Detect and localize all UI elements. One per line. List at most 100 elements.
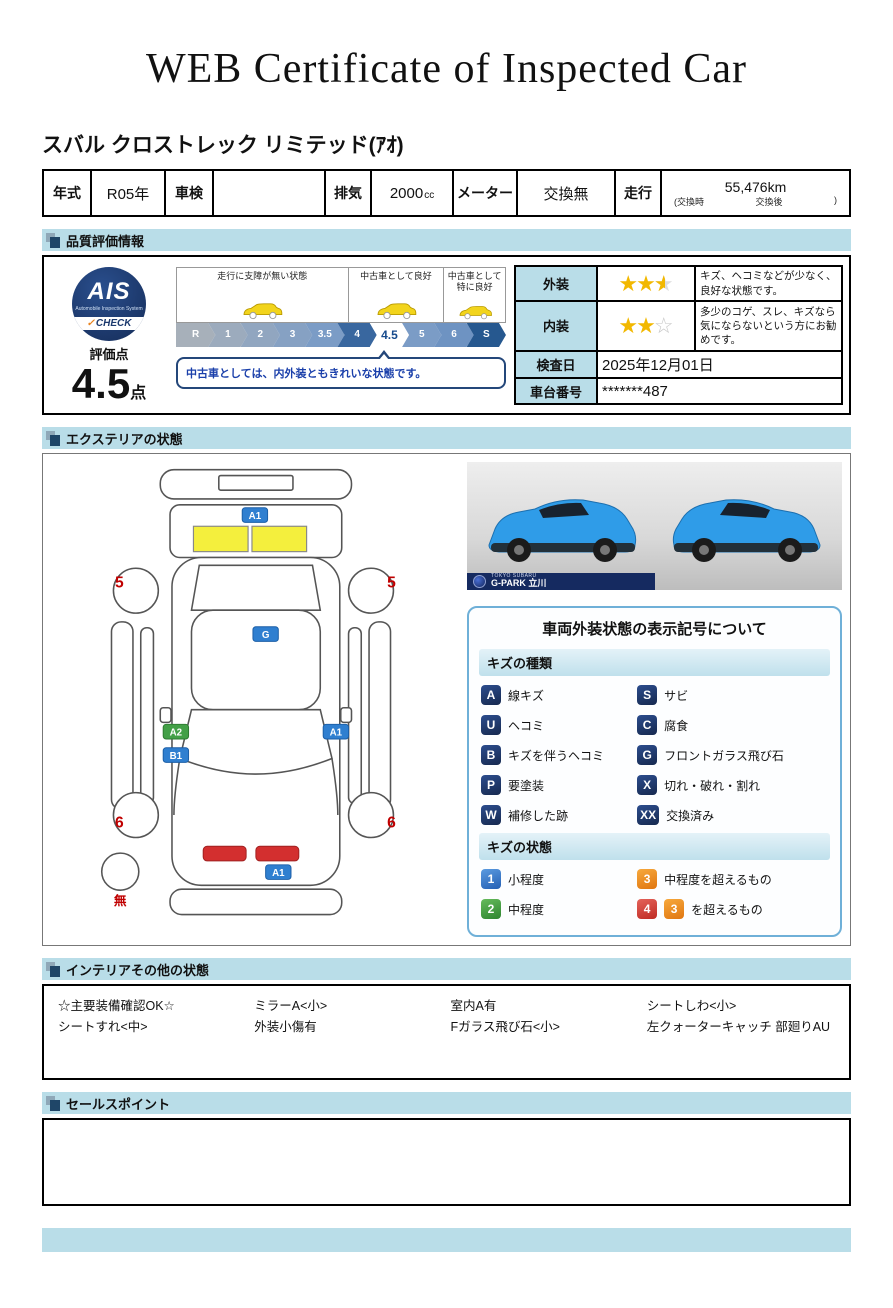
interior-note: Fガラス飛び石<小> bbox=[450, 1020, 561, 1035]
inspection-label: 車検 bbox=[164, 169, 214, 217]
damage-type-icon: P bbox=[481, 775, 501, 795]
inspection-date-value: 2025年12月01日 bbox=[596, 349, 843, 380]
meter-label: メーター bbox=[452, 169, 518, 217]
damage-type-icon: X bbox=[637, 775, 658, 795]
interior-notes-column: シートしわ<小> 左クォーターキャッチ 部廻りAU bbox=[647, 996, 835, 1039]
table-row: 外装 ★★★★ キズ、ヘコミなどが少なく、良好な状態です。 bbox=[514, 264, 843, 303]
displacement-label: 排気 bbox=[324, 169, 372, 217]
vehicle-photo-front: TOKYO SUBARU G-PARK 立川 bbox=[467, 462, 655, 590]
vehicle-photos: TOKYO SUBARU G-PARK 立川 bbox=[467, 462, 842, 590]
interior-note: シートすれ<中> bbox=[58, 1020, 148, 1035]
footer-bar bbox=[42, 1228, 851, 1252]
section-header-interior: インテリアその他の状態 bbox=[42, 958, 851, 980]
car-icon bbox=[377, 303, 417, 320]
tread-value: 6 bbox=[115, 815, 124, 832]
damage-state-icon: 3 bbox=[664, 899, 685, 919]
legend-types-header: キズの種類 bbox=[479, 649, 830, 676]
inspection-date-label: 検査日 bbox=[514, 349, 598, 380]
damage-type-icon: S bbox=[637, 685, 658, 705]
car-icon bbox=[459, 306, 492, 320]
interior-notes-column: ☆主要装備確認OK☆ シートすれ<中> bbox=[58, 996, 246, 1039]
ais-logo: AIS Automobile Inspection System ✓CHECK bbox=[72, 267, 146, 341]
section-header-quality: 品質評価情報 bbox=[42, 229, 851, 251]
damage-type-icon: B bbox=[481, 745, 501, 765]
spare-tire-value: 無 bbox=[114, 893, 127, 908]
damage-type-icon: C bbox=[637, 715, 658, 735]
damage-state-icon: 3 bbox=[637, 869, 658, 889]
damage-type-icon: A bbox=[481, 685, 501, 705]
damage-type-icon: XX bbox=[637, 805, 660, 825]
interior-star-rating: ★★☆ bbox=[596, 300, 696, 352]
damage-marker: G bbox=[262, 630, 270, 641]
damage-markers: A1 G A2 B1 A1 A1 bbox=[162, 507, 350, 880]
car-rear-illustration bbox=[673, 498, 821, 562]
dealer-brand-small: TOKYO SUBARU bbox=[491, 572, 537, 579]
interior-note: シートしわ<小> bbox=[646, 999, 737, 1013]
ais-score-column: AIS Automobile Inspection System ✓CHECK … bbox=[50, 265, 168, 405]
chassis-number-label: 車台番号 bbox=[514, 377, 598, 405]
wheel-front-left bbox=[112, 791, 160, 839]
car-front-illustration bbox=[488, 498, 636, 562]
damage-state-icon: 2 bbox=[481, 899, 501, 919]
damage-marker: B1 bbox=[170, 751, 183, 762]
interior-note: 外装小傷有 bbox=[254, 1020, 317, 1035]
damage-state-icon: 4 bbox=[637, 899, 658, 919]
table-row: 内装 ★★☆ 多少のコゲ、スレ、キズなら気にならないという方にお勧めです。 bbox=[514, 300, 843, 352]
car-outline bbox=[100, 468, 395, 916]
interior-notes-column: ミラーA<小> 外装小傷有 bbox=[254, 996, 442, 1039]
damage-type-icon: G bbox=[637, 745, 658, 765]
wheel-front-right bbox=[347, 791, 395, 839]
exterior-condition-panel: A1 G A2 B1 A1 A1 5 5 6 6 無 bbox=[42, 453, 851, 946]
vehicle-info-table: 年式 R05年 車検 排気 2000cc メーター 交換無 走行 55,476k… bbox=[42, 169, 851, 217]
section-header-exterior: エクステリアの状態 bbox=[42, 427, 851, 449]
section-accent-icon bbox=[45, 961, 61, 978]
mileage-value-cell: 55,476km (交換時 交換後 ) bbox=[660, 169, 851, 217]
exterior-right-column: TOKYO SUBARU G-PARK 立川 車両 bbox=[467, 462, 842, 937]
car-icon bbox=[243, 303, 283, 320]
spare-tire bbox=[100, 852, 140, 891]
tread-value: 5 bbox=[387, 575, 396, 592]
exterior-rating-label: 外装 bbox=[514, 264, 598, 303]
mileage-value: 55,476km bbox=[724, 178, 787, 195]
damage-highlight-area bbox=[192, 525, 249, 553]
year-value: R05年 bbox=[90, 169, 166, 217]
interior-notes-panel: ☆主要装備確認OK☆ シートすれ<中> ミラーA<小> 外装小傷有 室内A有 F… bbox=[42, 984, 851, 1080]
vehicle-photo-rear bbox=[654, 462, 842, 590]
interior-note: ミラーA<小> bbox=[254, 999, 328, 1013]
car-top-view-diagram: A1 G A2 B1 A1 A1 5 5 6 6 無 bbox=[100, 468, 396, 916]
exterior-rating-text: キズ、ヘコミなどが少なく、良好な状態です。 bbox=[694, 264, 843, 303]
tread-value: 5 bbox=[115, 575, 124, 592]
grade-comment: 中古車としては、内外装ともきれいな状態です。 bbox=[176, 350, 506, 389]
meter-value: 交換無 bbox=[516, 169, 616, 217]
damage-type-icon: W bbox=[481, 805, 501, 825]
grade-scale: 走行に支障が無い状態 中古車として良好 中古車として特に良好 R 1 2 3 3… bbox=[176, 265, 506, 405]
dealer-brand-large: G-PARK 立川 bbox=[491, 578, 547, 589]
tread-value: 6 bbox=[387, 815, 396, 832]
subaru-logo-icon bbox=[473, 575, 486, 588]
damage-marker: A1 bbox=[330, 728, 343, 739]
damage-state-icon: 1 bbox=[481, 869, 501, 889]
caption-runnable: 走行に支障が無い状態 bbox=[176, 267, 348, 323]
dealer-banner: TOKYO SUBARU G-PARK 立川 bbox=[467, 573, 655, 590]
interior-notes-column: 室内A有 Fガラス飛び石<小> bbox=[451, 996, 639, 1039]
damage-marker: A1 bbox=[272, 868, 285, 879]
tire-tread-values: 5 5 6 6 無 bbox=[114, 575, 396, 908]
interior-rating-label: 内装 bbox=[514, 300, 598, 352]
section-accent-icon bbox=[45, 1095, 61, 1112]
damage-marker: A1 bbox=[249, 511, 262, 522]
damage-marker: A2 bbox=[170, 728, 183, 739]
damage-red-parts bbox=[202, 845, 300, 862]
